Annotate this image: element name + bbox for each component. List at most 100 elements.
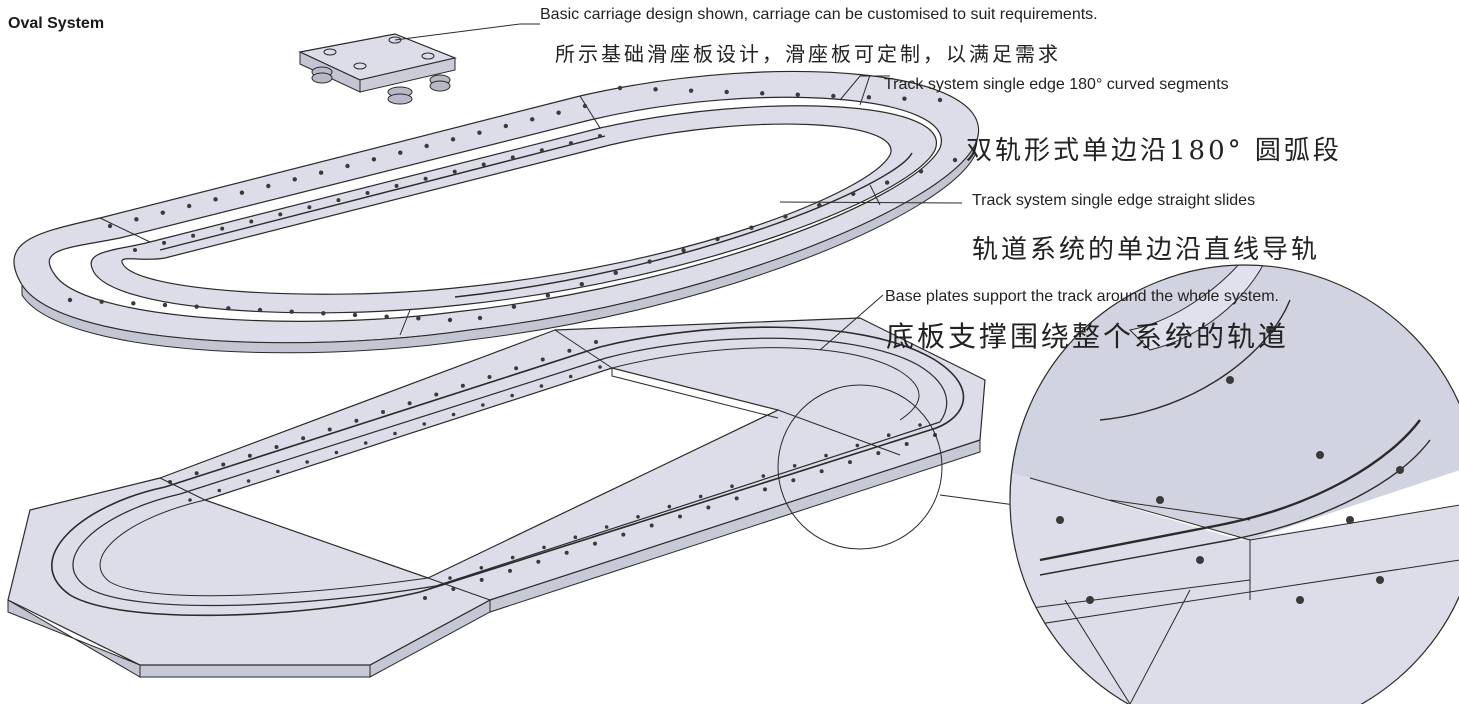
- mounting-hole: [510, 155, 515, 160]
- mounting-hole: [394, 183, 399, 188]
- mounting-hole: [246, 479, 251, 483]
- mounting-hole: [761, 474, 766, 478]
- mounting-hole: [904, 442, 909, 447]
- mounting-hole: [514, 366, 519, 371]
- mounting-hole: [530, 117, 535, 122]
- mounting-hole: [598, 365, 602, 369]
- mounting-hole: [902, 96, 907, 101]
- curved-segment-caption-en: Track system single edge 180° curved seg…: [884, 76, 1229, 93]
- zoom-circle: [1009, 264, 1459, 709]
- mounting-hole: [266, 183, 271, 189]
- mounting-hole: [613, 270, 618, 276]
- mounting-hole: [451, 412, 456, 417]
- mounting-hole: [536, 559, 541, 564]
- mounting-hole: [511, 304, 517, 309]
- mounting-hole: [188, 498, 192, 502]
- mounting-holes: [67, 85, 958, 600]
- mounting-hole: [508, 568, 512, 573]
- mounting-hole: [667, 504, 672, 509]
- mounting-hole: [952, 157, 958, 163]
- mounting-hole: [604, 525, 609, 529]
- mounting-hole: [194, 471, 199, 476]
- mounting-hole: [278, 212, 283, 217]
- mounting-hole: [447, 317, 453, 323]
- mounting-hole: [706, 505, 711, 510]
- mounting-hole: [257, 307, 263, 313]
- mounting-hole: [99, 299, 104, 304]
- mounting-hole: [371, 157, 377, 162]
- mounting-hole: [416, 316, 421, 321]
- mounting-hole: [134, 217, 139, 222]
- mounting-hole: [792, 464, 797, 468]
- leader-lines: [394, 23, 963, 351]
- mounting-hole: [460, 383, 465, 388]
- mounting-hole: [450, 137, 456, 142]
- mounting-hole: [398, 150, 403, 155]
- mounting-hole: [564, 550, 569, 555]
- mounting-hole: [423, 176, 428, 181]
- mounting-hole: [213, 197, 218, 202]
- mounting-hole: [884, 180, 890, 185]
- mounting-hole: [510, 555, 515, 560]
- mounting-hole: [334, 450, 339, 455]
- base-plate-assembly: [7, 317, 986, 678]
- mounting-hole: [653, 87, 658, 92]
- mounting-hole: [886, 433, 891, 438]
- mounting-hole: [239, 190, 245, 195]
- mounting-hole: [477, 315, 483, 321]
- mounting-hole: [186, 203, 192, 209]
- mounting-hole: [621, 532, 626, 537]
- mounting-hole: [407, 401, 412, 406]
- track-inner-ring: [90, 105, 938, 314]
- mounting-hole: [593, 541, 597, 546]
- mounting-hole: [582, 103, 588, 109]
- mounting-hole: [321, 311, 326, 316]
- mounting-hole: [647, 259, 652, 264]
- straight-slide-caption-zh: 轨道系统的单边沿直线导轨: [972, 235, 1321, 265]
- mounting-hole: [249, 219, 254, 224]
- mounting-hole: [540, 357, 545, 362]
- mounting-hole: [221, 462, 226, 467]
- mounting-hole: [760, 91, 765, 96]
- mounting-hole: [866, 95, 872, 100]
- mounting-hole: [567, 348, 572, 353]
- mounting-hole: [481, 162, 486, 167]
- mounting-hole: [848, 460, 852, 465]
- mounting-hole: [783, 214, 788, 219]
- mounting-hole: [307, 205, 312, 210]
- mounting-hole: [305, 460, 309, 464]
- mounting-hole: [734, 496, 739, 501]
- mounting-hole: [168, 480, 172, 484]
- mounting-hole: [345, 163, 350, 169]
- mounting-hole: [918, 169, 924, 174]
- mounting-hole: [855, 443, 860, 448]
- mounting-hole: [452, 169, 457, 174]
- mounting-hole: [422, 422, 427, 426]
- mounting-hole: [336, 198, 341, 203]
- mounting-hole: [539, 384, 544, 388]
- mounting-hole: [354, 418, 359, 423]
- mounting-hole: [715, 236, 720, 242]
- mounting-hole: [133, 248, 137, 252]
- mounting-hole: [226, 306, 231, 311]
- mounting-hole: [162, 302, 168, 308]
- mounting-hole: [393, 431, 397, 436]
- mounting-hole: [918, 423, 922, 427]
- mounting-hole: [594, 340, 598, 344]
- mounting-hole: [579, 281, 584, 287]
- mounting-hole: [448, 576, 452, 580]
- mounting-hole: [556, 110, 561, 115]
- base-plate-side: [139, 664, 371, 678]
- mounting-hole: [831, 93, 836, 99]
- mounting-hole: [247, 453, 252, 458]
- mounting-hole: [819, 469, 824, 474]
- mounting-hole: [292, 177, 297, 182]
- mounting-hole: [617, 85, 623, 91]
- mounting-hole: [795, 92, 800, 97]
- mounting-hole: [451, 586, 456, 591]
- zoom-detail: [1009, 264, 1459, 709]
- mounting-hole: [479, 566, 484, 570]
- mounting-hole: [763, 487, 767, 492]
